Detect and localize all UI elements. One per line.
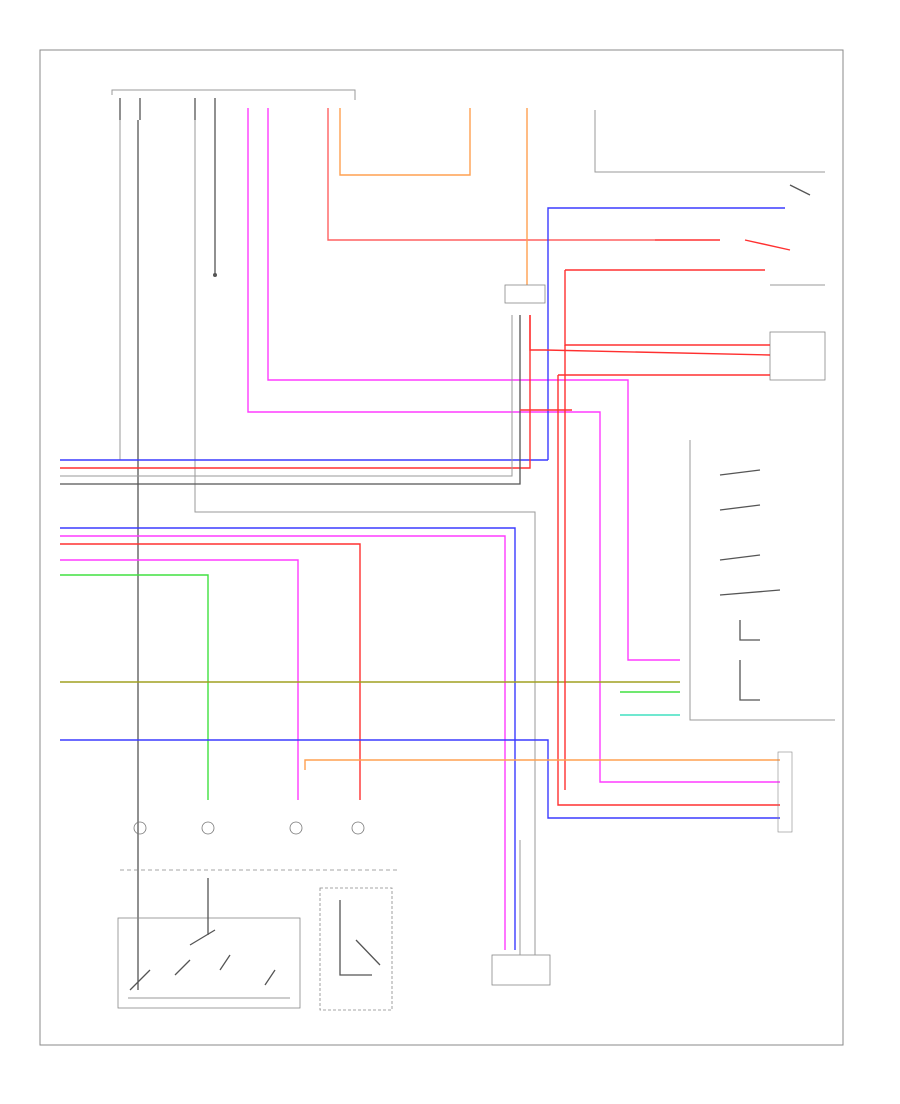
cruise-ecm (777, 751, 793, 833)
ground-points (133, 821, 365, 835)
orange-wires-top (327, 108, 655, 285)
cruise-main-switch (117, 878, 301, 1009)
stop-lamp-switch (319, 887, 393, 1011)
main-junction-block (504, 284, 546, 304)
splice-point (213, 273, 217, 277)
instrument-cluster (491, 840, 551, 986)
pink-wires-top (247, 108, 780, 783)
combination-switch (620, 440, 835, 721)
diagram-frame (39, 49, 844, 1046)
clutch-switch (547, 110, 825, 460)
ecm-connector-top (111, 89, 536, 990)
stop-switch (529, 270, 826, 381)
left-buses (60, 315, 780, 950)
red-runs (304, 345, 780, 806)
